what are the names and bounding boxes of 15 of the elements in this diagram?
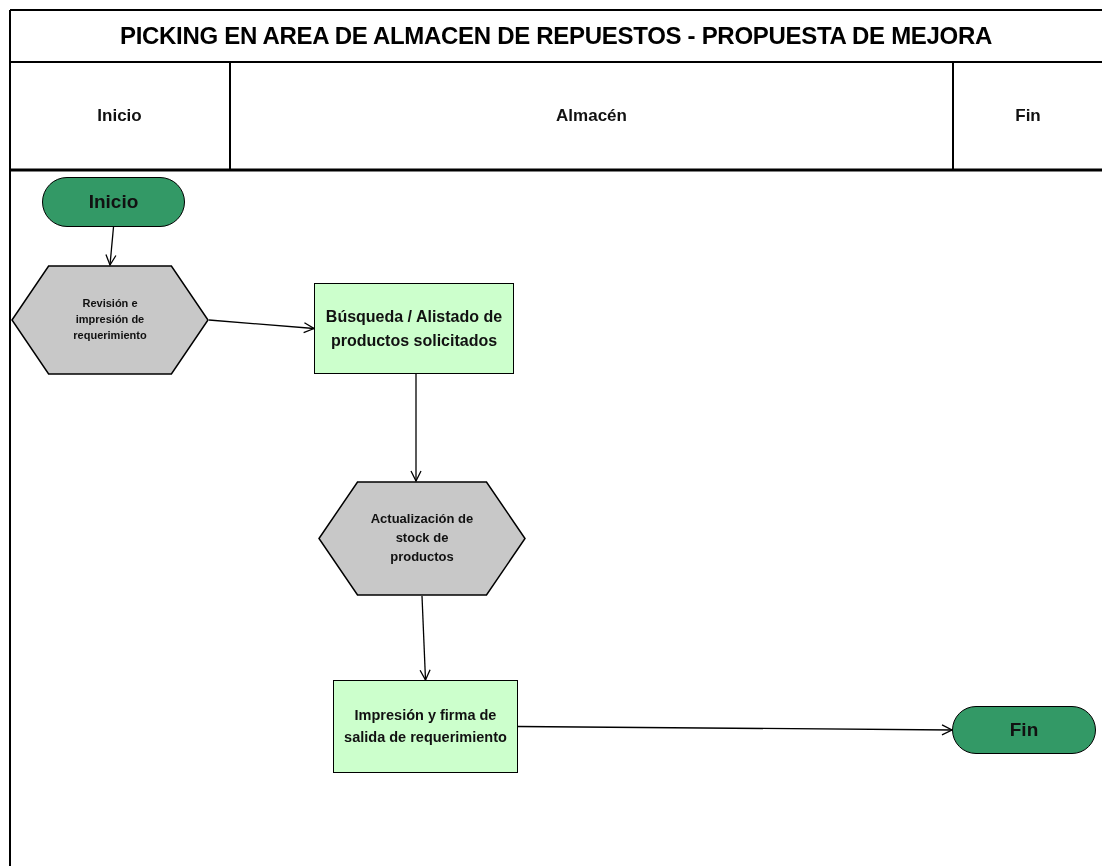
- process-box: Impresión y firma de salida de requerimiento: [333, 680, 518, 773]
- terminator-shape: Fin: [952, 706, 1096, 754]
- arrow: [517, 724, 953, 736]
- process-box: Búsqueda / Alistado de productos solicitados: [314, 283, 514, 374]
- arrow: [410, 373, 422, 482]
- preparation-hexagon: Actualización de stock de productos: [318, 481, 526, 596]
- terminator-shape: Inicio: [42, 177, 185, 227]
- preparation-hexagon: Revisión e impresión de requerimiento: [11, 265, 209, 375]
- lane-title: Almacén: [556, 105, 627, 128]
- lane-title: Inicio: [97, 105, 142, 128]
- lane-title: Fin: [1015, 105, 1041, 128]
- arrow: [208, 319, 315, 334]
- arrow: [105, 226, 117, 266]
- arrow: [419, 595, 431, 681]
- diagram-title: PICKING EN AREA DE ALMACEN DE REPUESTOS - PROPUESTA DE MEJORA: [119, 21, 993, 51]
